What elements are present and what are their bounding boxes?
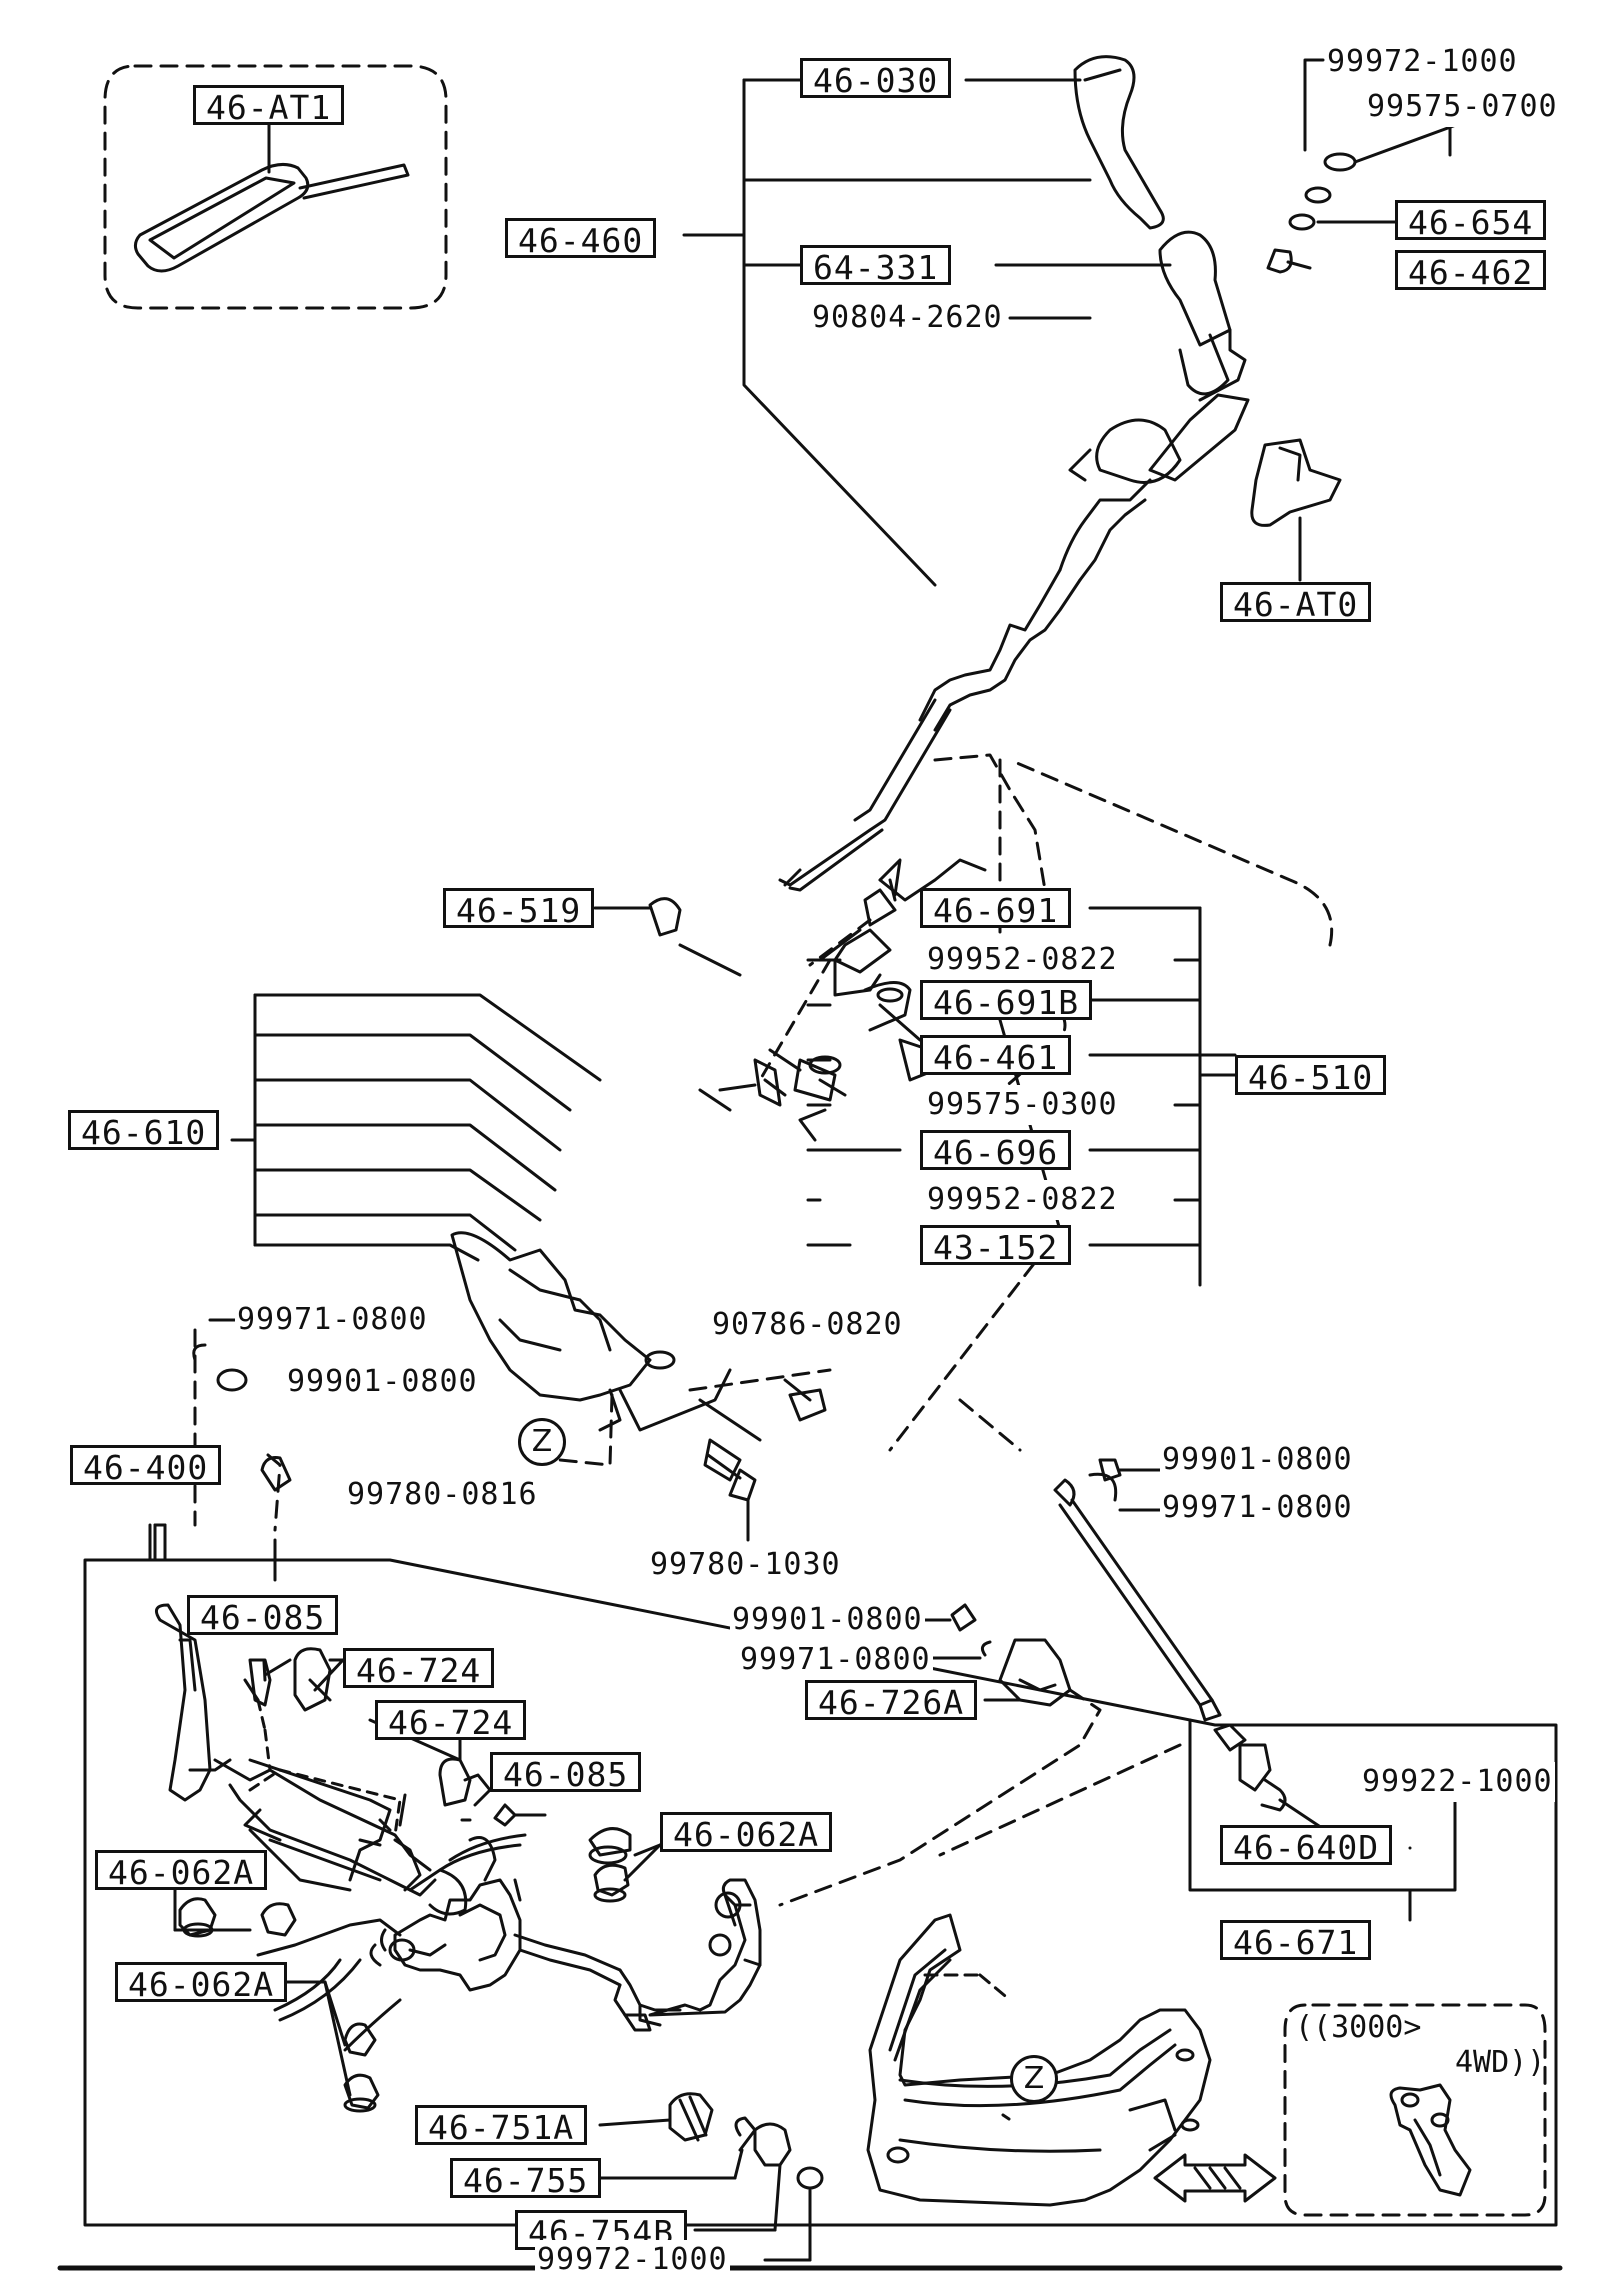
leaders-510 <box>593 906 1237 1287</box>
callout-46-085-a: 46-085 <box>187 1595 339 1637</box>
callout-46-519: 46-519 <box>443 888 595 930</box>
callout-46-671: 46-671 <box>1220 1920 1372 1962</box>
callout-99972-1000-bottom: 99972-1000 <box>535 2240 730 2280</box>
callout-46-691b: 46-691B <box>920 980 1093 1022</box>
shift-knob-boot <box>1073 55 1232 396</box>
callout-46-610: 46-610 <box>68 1110 220 1152</box>
gate-plate <box>450 1231 832 1482</box>
callout-99780-1030: 99780-1030 <box>648 1545 843 1585</box>
callout-46-726a: 46-726A <box>805 1680 978 1722</box>
assembly-outline-400 <box>83 1523 1558 2227</box>
callout-46-460: 46-460 <box>505 218 657 260</box>
callout-46-461: 46-461 <box>920 1035 1072 1077</box>
selector-726a <box>778 1603 1182 1907</box>
callout-46-at1: 46-AT1 <box>193 85 345 127</box>
callout-46-724-a: 46-724 <box>343 1648 495 1690</box>
clip-parts <box>1266 58 1458 274</box>
callout-99971-0800-right: 99971-0800 <box>1160 1488 1355 1528</box>
callout-46-462: 46-462 <box>1395 250 1547 292</box>
callout-99972-1000-top: 99972-1000 <box>1325 42 1520 82</box>
selector-body <box>369 1878 762 2032</box>
kit-inset-at1 <box>103 64 448 310</box>
callout-99901-0800-right: 99901-0800 <box>1160 1440 1355 1480</box>
callout-46-691: 46-691 <box>920 888 1072 930</box>
left-clip-parts <box>153 1318 292 1562</box>
bolt-1030 <box>706 1453 757 1542</box>
view-mark-z-upper: Z <box>518 1418 566 1466</box>
callout-46-654: 46-654 <box>1395 200 1547 242</box>
callout-46-400: 46-400 <box>70 1445 222 1487</box>
double-arrow <box>1153 2153 1277 2203</box>
assembly-bracket-610 <box>230 993 602 1262</box>
callout-90804-2620: 90804-2620 <box>810 298 1005 338</box>
callout-46-062a-c: 46-062A <box>115 1962 288 2004</box>
callout-99901-0800-left: 99901-0800 <box>285 1362 480 1402</box>
callout-46-at0: 46-AT0 <box>1220 582 1372 624</box>
bracket-at0 <box>1250 438 1342 582</box>
callout-90786-0820: 90786-0820 <box>710 1305 905 1345</box>
assembly-bracket-460 <box>682 78 1172 587</box>
callout-46-751a: 46-751A <box>415 2105 588 2147</box>
view-mark-z-lower: Z <box>1010 2055 1058 2103</box>
variant-inset <box>1283 2003 1547 2217</box>
callout-64-331: 64-331 <box>800 245 952 287</box>
callout-99901-0800-mid: 99901-0800 <box>730 1600 925 1640</box>
callout-99575-0300: 99575-0300 <box>925 1085 1120 1125</box>
callout-99971-0800-left: 99971-0800 <box>235 1300 430 1340</box>
callout-99922-1000: 99922-1000 <box>1360 1762 1555 1802</box>
callout-46-640d: 46-640D <box>1220 1825 1393 1867</box>
callout-46-062a-b: 46-062A <box>95 1850 268 1892</box>
callout-99780-0816: 99780-0816 <box>345 1475 540 1515</box>
leaders-lower-left <box>173 1538 662 2097</box>
lower-clip-parts <box>598 2092 824 2262</box>
callout-43-152: 43-152 <box>920 1225 1072 1267</box>
callout-99952-0822-a: 99952-0822 <box>925 940 1120 980</box>
variant-note-line2: 4WD)) <box>1455 2045 1546 2080</box>
callout-46-755: 46-755 <box>450 2158 602 2200</box>
shift-lever <box>778 328 1250 892</box>
variant-note-line1: ((3000> <box>1295 2010 1422 2045</box>
callout-46-696: 46-696 <box>920 1130 1072 1172</box>
callout-46-085-b: 46-085 <box>490 1752 642 1794</box>
callout-46-030: 46-030 <box>800 58 952 100</box>
callout-99971-0800-mid: 99971-0800 <box>738 1640 933 1680</box>
callout-99952-0822-b: 99952-0822 <box>925 1180 1120 1220</box>
bushings-062a <box>178 1827 632 2113</box>
callout-46-062a-a: 46-062A <box>660 1812 833 1854</box>
callout-46-510: 46-510 <box>1235 1055 1387 1097</box>
callout-99575-0700: 99575-0700 <box>1365 87 1560 127</box>
callout-46-724-b: 46-724 <box>375 1700 527 1742</box>
